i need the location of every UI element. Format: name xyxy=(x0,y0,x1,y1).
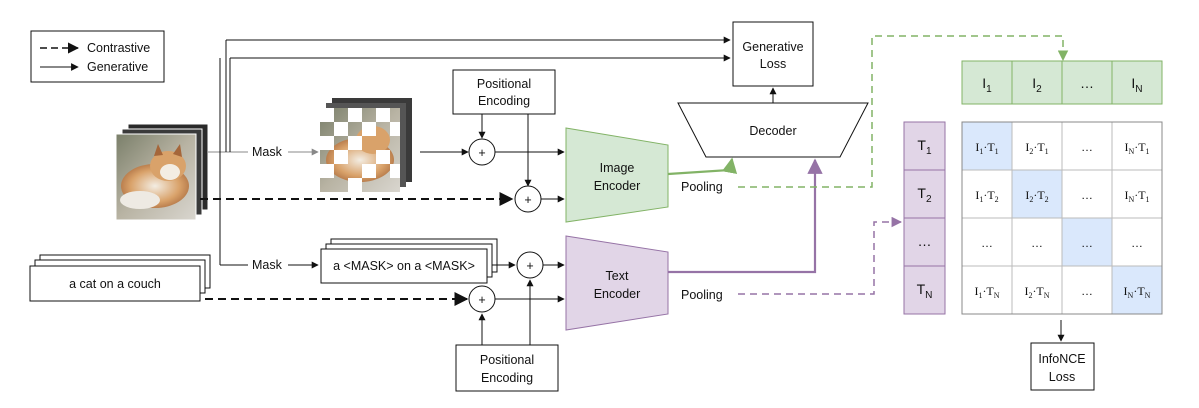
similarity-cell-label: IN·T1 xyxy=(1124,140,1149,156)
generative-loss-line1: Generative xyxy=(742,40,803,54)
positional-encoding-top-line1: Positional xyxy=(477,77,531,91)
legend: Contrastive Generative xyxy=(30,30,165,83)
similarity-cell-label: … xyxy=(1081,140,1093,154)
image-embedding-cell xyxy=(961,60,1013,105)
mask-label-image: Mask xyxy=(252,145,283,159)
image-embedding-label: I2 xyxy=(1032,75,1042,95)
image-encoder-shape xyxy=(565,127,669,223)
text-embedding-cell xyxy=(903,169,946,219)
similarity-cell-label: … xyxy=(1081,188,1093,202)
infonce-loss: InfoNCE Loss xyxy=(1030,342,1095,391)
pooling-label-image: Pooling xyxy=(681,180,723,194)
masked-image-stack xyxy=(320,98,412,192)
similarity-cell-label: I1·T1 xyxy=(975,140,998,156)
similarity-cell-label: … xyxy=(1031,236,1043,250)
decoder: Decoder xyxy=(677,102,869,158)
similarity-cell-label: IN·TN xyxy=(1124,284,1151,300)
text-embedding-label: … xyxy=(918,233,932,249)
similarity-cell xyxy=(1061,169,1113,219)
decoder-label: Decoder xyxy=(749,124,796,138)
infonce-loss-line1: InfoNCE xyxy=(1038,352,1085,366)
similarity-cell-label: … xyxy=(1131,236,1143,250)
positional-encoding-bottom: Positional Encoding xyxy=(455,344,559,392)
legend-generative-label: Generative xyxy=(87,60,148,74)
plus-sign-text-gen: + xyxy=(526,259,533,273)
plus-sign-image-gen: + xyxy=(478,146,485,160)
image-encoder-line1: Image xyxy=(600,161,635,175)
generative-loss-box xyxy=(732,21,814,87)
legend-box xyxy=(30,30,165,83)
masked-cat-photo xyxy=(320,108,400,192)
input-text: a cat on a couch xyxy=(69,277,161,291)
similarity-matrix-border xyxy=(961,121,1163,315)
text-pooling-contrastive-arrow xyxy=(738,216,903,295)
similarity-cell xyxy=(1011,121,1063,171)
similarity-cell-label: I1·TN xyxy=(974,284,999,300)
positional-encoding-bottom-line1: Positional xyxy=(480,353,534,367)
text-encoder-line1: Text xyxy=(606,269,629,283)
text-embedding-cell xyxy=(903,121,946,171)
image-embedding-label: I1 xyxy=(982,75,992,95)
image-embedding-cell xyxy=(1011,60,1063,105)
similarity-cell-label: … xyxy=(1081,236,1093,250)
generative-loss-line2: Loss xyxy=(760,57,786,71)
similarity-cell-label: I1·T2 xyxy=(975,188,998,204)
image-encoder: Image Encoder xyxy=(565,127,669,223)
similarity-cell-label: IN·T1 xyxy=(1124,188,1149,204)
image-embedding-cell xyxy=(1111,60,1163,105)
input-text-box xyxy=(29,265,201,302)
similarity-cell xyxy=(1061,265,1113,315)
text-encoder: Text Encoder xyxy=(565,235,669,331)
plus-sign-image-con: + xyxy=(524,193,531,207)
similarity-cell xyxy=(961,169,1013,219)
text-embedding-cell xyxy=(903,265,946,315)
legend-contrastive-label: Contrastive xyxy=(87,41,150,55)
positional-encoding-top: Positional Encoding xyxy=(452,69,556,115)
similarity-cell-label: … xyxy=(981,236,993,250)
similarity-cell xyxy=(1111,265,1163,315)
text-embedding-label: T1 xyxy=(917,137,932,157)
similarity-cell-label: I2·T2 xyxy=(1025,188,1048,204)
plus-sign-text-con: + xyxy=(478,293,485,307)
text-encoder-line2: Encoder xyxy=(594,287,641,301)
text-embedding-label: T2 xyxy=(917,185,932,205)
similarity-cell-label: … xyxy=(1081,284,1093,298)
text-embedding-cell xyxy=(903,217,946,267)
image-embeddings-row: I1 I2 … IN xyxy=(961,60,1163,105)
masked-text-stack: a <MASK> on a <MASK> xyxy=(320,238,498,284)
positional-encoding-bottom-box xyxy=(455,344,559,392)
image-embedding-cell xyxy=(1061,60,1113,105)
text-encoder-to-decoder-arrow xyxy=(668,158,823,274)
generative-loss: Generative Loss xyxy=(732,21,814,87)
positional-encoding-bottom-line2: Encoding xyxy=(481,371,533,385)
masked-text: a <MASK> on a <MASK> xyxy=(333,259,475,273)
image-embedding-label: IN xyxy=(1131,75,1142,95)
similarity-cell-label: I2·T1 xyxy=(1025,140,1048,156)
image-embedding-label: … xyxy=(1080,75,1094,91)
infonce-loss-box xyxy=(1030,342,1095,391)
image-encoder-to-decoder-arrow xyxy=(667,157,738,176)
pooling-label-text: Pooling xyxy=(681,288,723,302)
image-encoder-line2: Encoder xyxy=(594,179,641,193)
masked-text-box xyxy=(320,248,488,284)
input-text-stack: a cat on a couch xyxy=(29,254,211,302)
text-encoder-shape xyxy=(565,235,669,331)
text-embedding-label: TN xyxy=(917,281,933,301)
similarity-cell-label: I2·TN xyxy=(1024,284,1049,300)
decoder-shape xyxy=(677,102,869,158)
infonce-loss-line2: Loss xyxy=(1049,370,1075,384)
positional-encoding-top-line2: Encoding xyxy=(478,94,530,108)
input-image-stack xyxy=(115,123,209,221)
similarity-cell xyxy=(1011,265,1063,315)
cat-photo xyxy=(115,133,197,221)
image-pooling-contrastive-arrow xyxy=(738,35,1069,188)
positional-encoding-top-box xyxy=(452,69,556,115)
mask-label-text: Mask xyxy=(252,258,283,272)
